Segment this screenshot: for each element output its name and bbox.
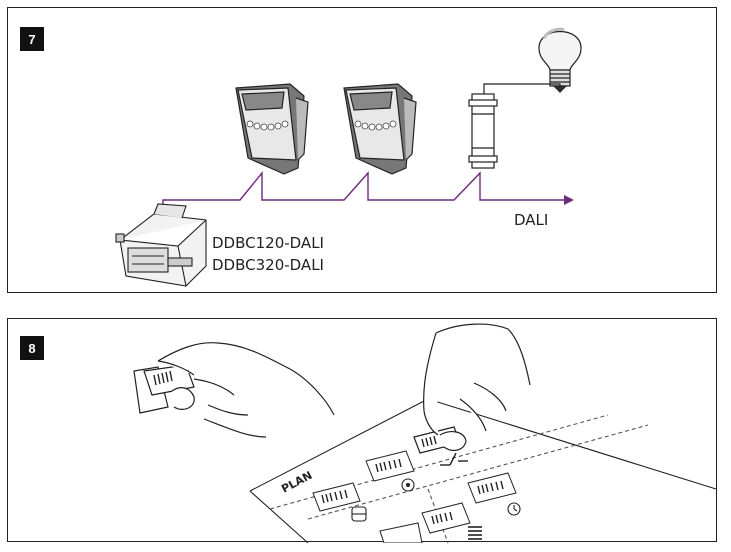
switch-symbol-icon [440,452,468,466]
sensor-1-icon [235,83,309,175]
hatched-symbol-icon [468,526,482,540]
luminaire-symbol-icon [351,506,367,522]
controller-label-1: DDBC120-DALI [212,234,324,252]
plan-barcode-label-5 [379,522,423,543]
ddbc-controller-icon [115,203,207,287]
dali-bus-arrow [564,195,574,205]
floor-plan-sheet [249,398,717,543]
plan-barcode-label-3 [467,472,517,504]
sensor-symbol-icon [401,478,415,492]
plan-barcode-label-4 [421,502,471,534]
right-hand-illustration [413,323,531,454]
step-8-panel: 8 PLAN [7,318,717,543]
lamp-wire [483,83,561,94]
step-7-panel: 7 [7,7,717,293]
sensor-2-icon [343,83,417,175]
dali-bus-label: DALI [514,211,549,229]
step-7-badge: 7 [20,27,44,51]
dali-bus-line [162,171,564,236]
left-hand-illustration [133,342,335,438]
led-driver-icon [468,93,498,169]
controller-label-2: DDBC320-DALI [212,256,324,274]
label-placement-illustration: PLAN [133,323,717,543]
plan-barcode-label-2 [365,450,415,482]
plan-barcode-label-1 [312,482,361,512]
clock-symbol-icon [507,502,521,516]
light-bulb-icon [538,27,582,93]
step-8-badge: 8 [20,336,44,360]
dali-wiring-diagram [115,27,582,287]
